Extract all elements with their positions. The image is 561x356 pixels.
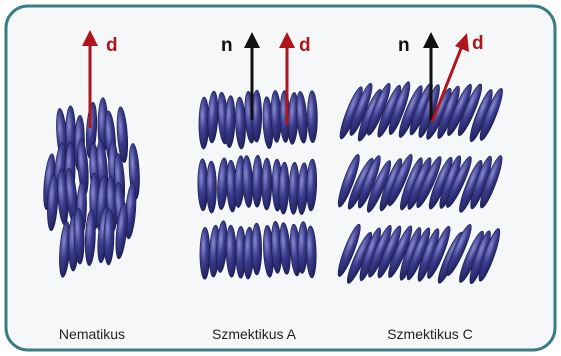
smectic-a-n-label: n	[221, 35, 233, 56]
smectic-c-molecules	[334, 80, 506, 285]
smectic-a-molecule	[200, 227, 210, 279]
smectic-a-molecules	[197, 90, 317, 279]
nematic-d-label: d	[106, 35, 118, 56]
smectic-a-molecule	[206, 161, 216, 213]
label-smectic-c: Szmektikus C	[387, 326, 473, 342]
smectic-a-molecule	[252, 223, 262, 275]
smectic-a-d-label: d	[299, 35, 311, 56]
label-nematic: Nematikus	[59, 326, 125, 342]
label-smectic-a: Szmektikus A	[212, 326, 296, 342]
smectic-c-n-label: n	[398, 35, 410, 56]
smectic-c-d-label: d	[472, 33, 484, 54]
smectic-a-molecule	[262, 158, 272, 210]
